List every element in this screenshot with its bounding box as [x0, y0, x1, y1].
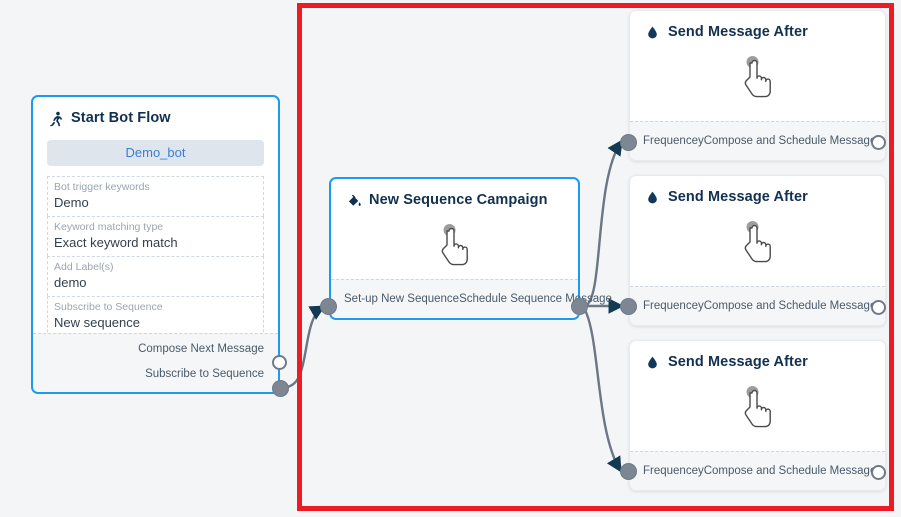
hand-cursor-icon — [744, 386, 771, 428]
droplet-icon — [646, 190, 661, 206]
field-label: Keyword matching type — [54, 221, 164, 233]
node-title-label: New Sequence Campaign — [369, 192, 548, 208]
port-label-set-up-new-sequence: Set-up New Sequence — [344, 293, 460, 305]
node-footer-send-message-after-2: Frequencey Compose and Schedule Message — [630, 286, 885, 325]
hand-cursor-icon — [441, 224, 468, 266]
field-subscribe-to-sequence[interactable]: Subscribe to Sequence New sequence — [47, 296, 264, 337]
node-send-message-after-2[interactable]: Send Message After Frequencey Compose an… — [629, 175, 886, 326]
port-frequencey-2[interactable] — [620, 298, 637, 315]
field-bot-trigger-keywords[interactable]: Bot trigger keywords Demo — [47, 176, 264, 216]
edge-sequence-to-card3 — [583, 309, 622, 473]
field-value: Demo — [54, 195, 89, 210]
node-footer-send-message-after-3: Frequencey Compose and Schedule Message — [630, 451, 885, 490]
port-set-up-new-sequence[interactable] — [320, 298, 337, 315]
node-start-bot-flow[interactable]: Start Bot Flow Demo_bot Bot trigger keyw… — [31, 95, 280, 394]
port-label-compose-next-message: Compose Next Message — [138, 342, 264, 355]
node-title-label: Start Bot Flow — [71, 110, 171, 126]
field-keyword-matching-type[interactable]: Keyword matching type Exact keyword matc… — [47, 216, 264, 256]
port-schedule-sequence-message[interactable] — [571, 298, 588, 315]
port-compose-and-schedule-message-3[interactable] — [871, 465, 886, 480]
port-label-frequencey: Frequencey — [643, 135, 704, 147]
running-person-icon — [49, 111, 64, 127]
node-new-sequence-campaign[interactable]: New Sequence Campaign Set-up New Sequenc… — [329, 177, 612, 320]
node-title-label: Send Message After — [668, 189, 808, 205]
field-label: Add Label(s) — [54, 261, 114, 273]
bot-name-pill[interactable]: Demo_bot — [47, 140, 264, 166]
port-frequencey-3[interactable] — [620, 463, 637, 480]
port-label-frequencey: Frequencey — [643, 300, 704, 312]
port-row-compose-next-message[interactable]: Compose Next Message — [33, 336, 278, 361]
node-title-send-message-after-1: Send Message After — [630, 11, 885, 46]
node-title-send-message-after-2: Send Message After — [630, 176, 885, 211]
droplet-icon — [646, 355, 661, 371]
field-label: Subscribe to Sequence — [54, 301, 163, 313]
edge-sequence-to-card1 — [584, 139, 623, 308]
port-label-compose-and-schedule-message: Compose and Schedule Message — [703, 300, 877, 312]
hand-cursor-icon — [744, 221, 771, 263]
port-compose-and-schedule-message-1[interactable] — [871, 135, 886, 150]
port-subscribe-to-sequence[interactable] — [272, 380, 289, 397]
edge-start-to-sequence — [285, 305, 326, 389]
droplet-icon — [646, 25, 661, 41]
hand-cursor-icon — [744, 56, 771, 98]
node-body-send-message-after-2 — [630, 211, 885, 273]
node-send-message-after-3[interactable]: Send Message After Frequencey Compose an… — [629, 340, 886, 491]
field-label: Bot trigger keywords — [54, 181, 150, 193]
start-bot-flow-fields: Bot trigger keywords Demo Keyword matchi… — [47, 176, 264, 337]
field-value: demo — [54, 275, 87, 290]
node-title-start-bot-flow: Start Bot Flow — [33, 97, 278, 132]
port-label-compose-and-schedule-message: Compose and Schedule Message — [703, 135, 877, 147]
field-value: New sequence — [54, 315, 140, 330]
node-title-new-sequence-campaign: New Sequence Campaign — [331, 179, 578, 214]
node-send-message-after-1[interactable]: Send Message After Frequencey Compose an… — [629, 10, 886, 161]
field-add-labels[interactable]: Add Label(s) demo — [47, 256, 264, 296]
port-label-frequencey: Frequencey — [643, 465, 704, 477]
port-label-schedule-sequence-message: Schedule Sequence Message — [459, 293, 612, 305]
node-body-send-message-after-3 — [630, 376, 885, 438]
field-value: Exact keyword match — [54, 235, 178, 250]
port-compose-next-message[interactable] — [272, 355, 287, 370]
port-frequencey-1[interactable] — [620, 134, 637, 151]
node-footer-start-bot-flow: Compose Next Message Subscribe to Sequen… — [33, 333, 278, 392]
node-footer-send-message-after-1: Frequencey Compose and Schedule Message — [630, 121, 885, 160]
node-title-send-message-after-3: Send Message After — [630, 341, 885, 376]
paint-bucket-icon — [347, 193, 362, 209]
port-row-subscribe-to-sequence[interactable]: Subscribe to Sequence — [33, 361, 278, 386]
node-footer-new-sequence-campaign: Set-up New Sequence Schedule Sequence Me… — [331, 279, 612, 318]
node-body-new-sequence-campaign — [331, 214, 578, 276]
node-title-label: Send Message After — [668, 354, 808, 370]
port-label-compose-and-schedule-message: Compose and Schedule Message — [703, 465, 877, 477]
node-body-send-message-after-1 — [630, 46, 885, 108]
port-label-subscribe-to-sequence: Subscribe to Sequence — [145, 367, 264, 380]
port-compose-and-schedule-message-2[interactable] — [871, 300, 886, 315]
node-title-label: Send Message After — [668, 24, 808, 40]
